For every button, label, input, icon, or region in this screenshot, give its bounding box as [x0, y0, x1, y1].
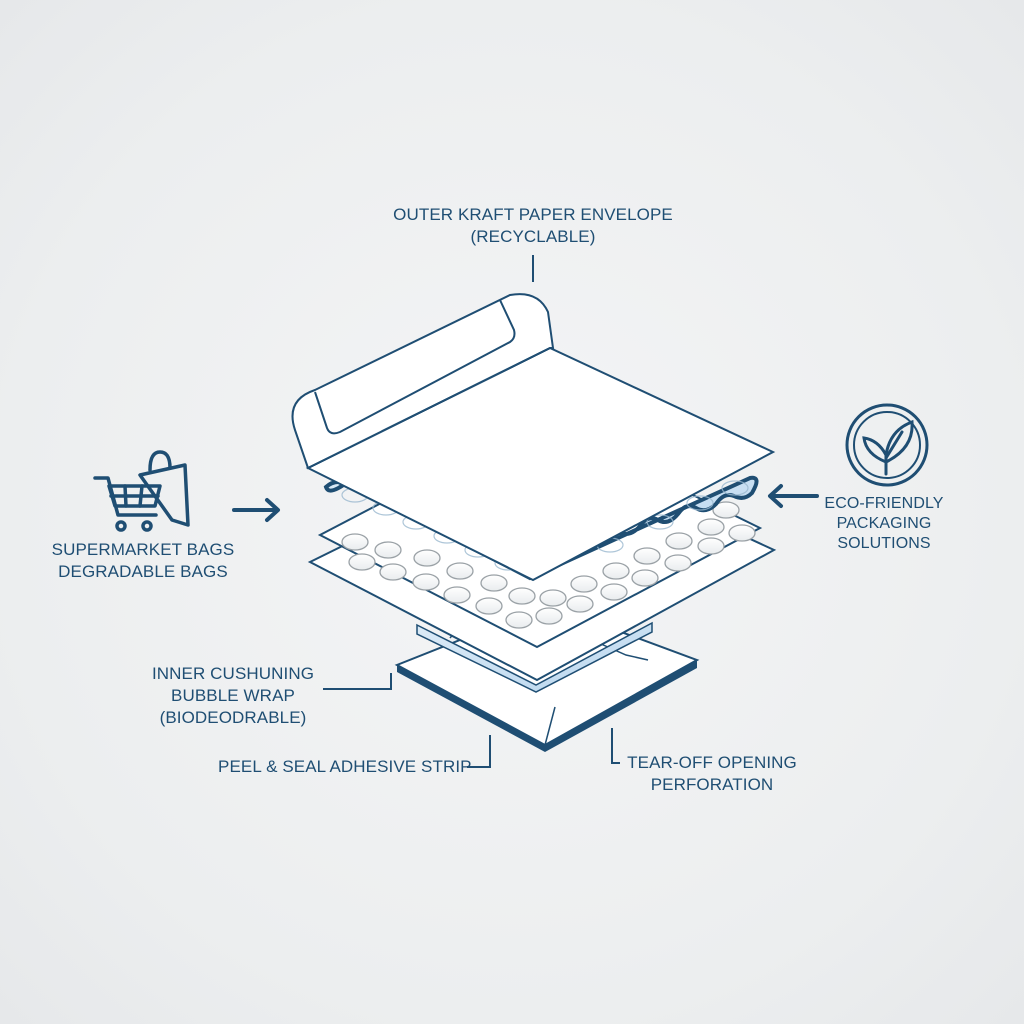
leader-inner-cushioning	[323, 673, 392, 690]
adhesive-strip	[416, 621, 653, 693]
label-tear-off: TEAR-OFF OPENING PERFORATION	[627, 753, 797, 794]
bubbles	[341, 501, 756, 629]
label-eco-friendly: ECO-FRIENDLY PACKAGING SOLUTIONS	[824, 495, 944, 552]
label-inner-cushioning: INNER CUSHUNING BUBBLE WRAP (BIODEODRABL…	[151, 664, 315, 727]
right-arrow-icon	[232, 498, 280, 522]
leader-tear-off	[611, 728, 620, 764]
outer-envelope	[291, 293, 776, 582]
shopping-cart-bag-icon	[93, 450, 190, 532]
leaf-circle-icon	[845, 403, 929, 487]
left-arrow-icon	[768, 484, 819, 508]
leader-adhesive	[467, 735, 491, 768]
label-adhesive-strip: PEEL & SEAL ADHESIVE STRIP	[218, 757, 472, 776]
label-outer-envelope: OUTER KRAFT PAPER ENVELOPE (RECYCLABLE)	[393, 205, 673, 246]
label-supermarket-bags: SUPERMARKET BAGS DEGRADABLE BAGS	[51, 540, 235, 581]
